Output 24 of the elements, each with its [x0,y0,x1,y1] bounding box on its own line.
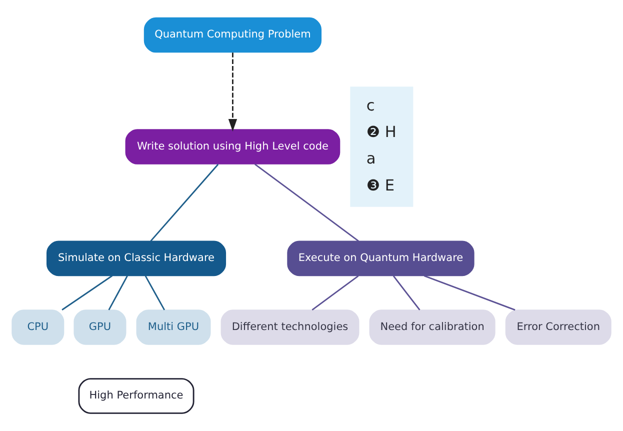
node-box: Quantum Computing Problem [144,17,322,53]
node-box: CPU [12,310,64,345]
connector [108,276,128,310]
node-box: Need for calibration [369,310,496,345]
label: a [366,150,376,168]
label: ❸ E [366,176,395,194]
node-box: High Performance [78,378,194,414]
arrow [228,52,238,132]
label: c [366,96,375,114]
node-box: Simulate on Classic Hardware [46,240,226,276]
node-box: Multi GPU [136,310,211,345]
connector [312,275,359,311]
node-box: Execute on Quantum Hardware [287,240,474,276]
connector [62,275,113,310]
node-box: Different technologies [220,310,360,345]
node-box: Write solution using High Level code [125,129,340,164]
connector [392,276,420,310]
connector [144,276,166,310]
connector [254,164,360,242]
node-box: Error Correction [505,310,612,345]
label: ❷ H [366,123,396,141]
node-box: GPU [74,310,126,345]
connector [424,275,516,311]
connector [150,164,219,242]
